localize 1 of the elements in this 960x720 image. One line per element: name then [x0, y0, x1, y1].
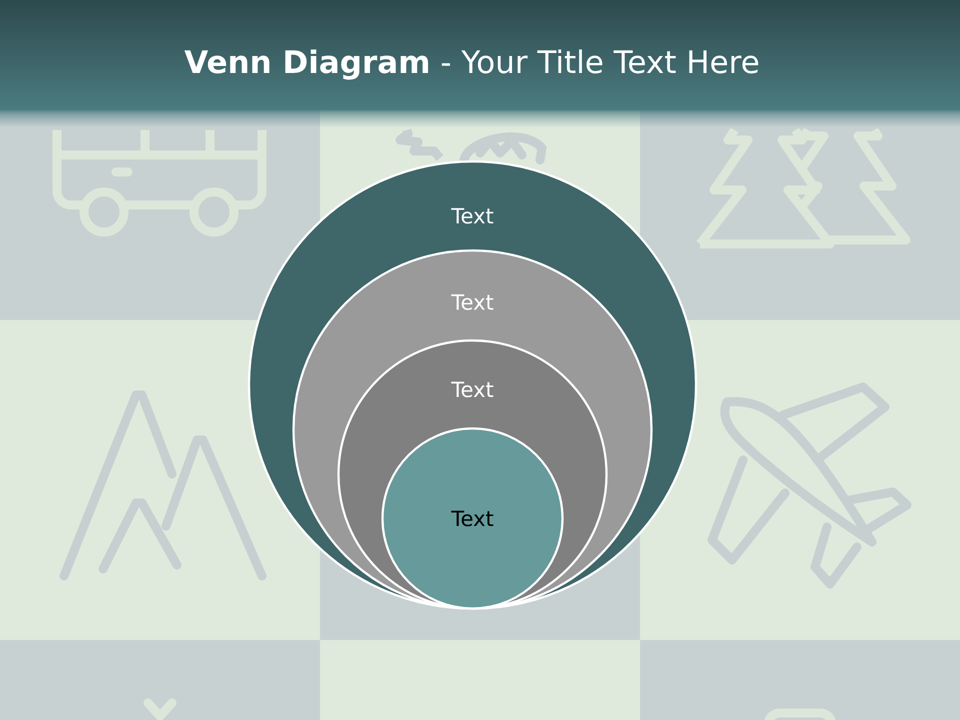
title: Venn Diagram - Your Title Text Here — [184, 49, 758, 80]
